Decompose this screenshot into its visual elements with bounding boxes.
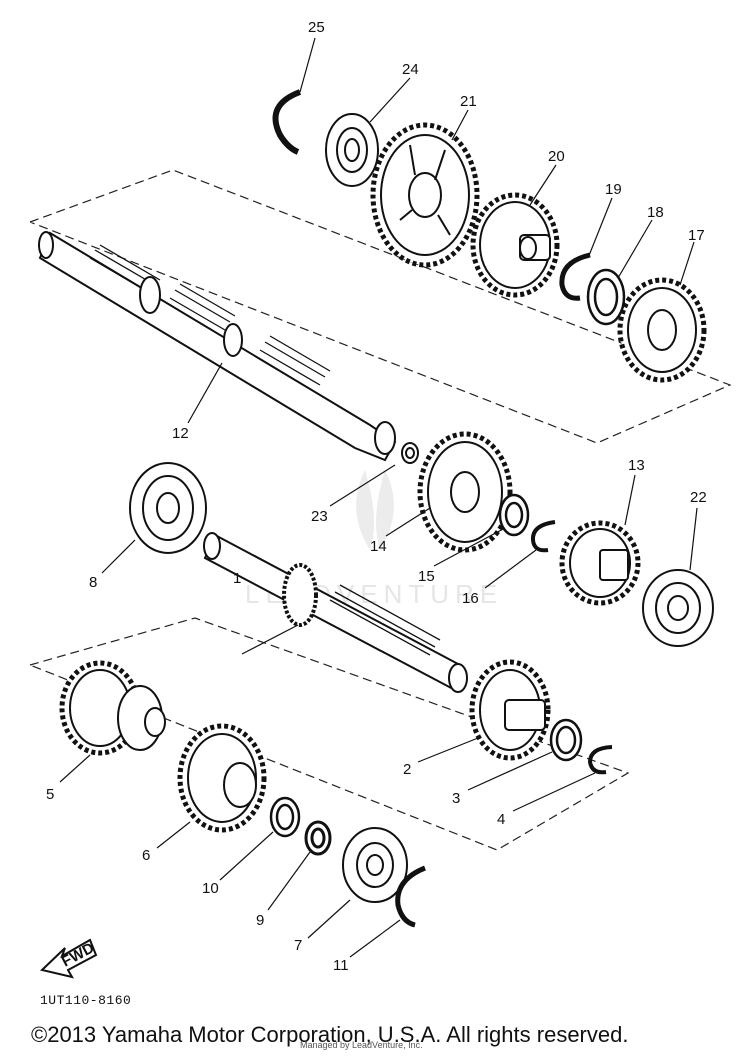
callout-25: 25 bbox=[308, 19, 325, 36]
part-13-gear[interactable] bbox=[559, 520, 641, 606]
driveaxle-group-outline bbox=[29, 617, 630, 851]
part-23-collar[interactable] bbox=[401, 442, 419, 464]
copyright-footer: ©2013 Yamaha Motor Corporation, U.S.A. A… bbox=[31, 1022, 629, 1047]
part-1-drive-axle[interactable] bbox=[203, 532, 468, 693]
part-7-bearing[interactable] bbox=[342, 827, 408, 903]
callout-12: 12 bbox=[172, 425, 189, 442]
callout-5: 5 bbox=[46, 786, 54, 803]
callout-10: 10 bbox=[202, 880, 219, 897]
mainshaft-group-outline bbox=[29, 169, 732, 444]
part-3-washer[interactable] bbox=[549, 718, 583, 762]
callout-19: 19 bbox=[605, 181, 622, 198]
callout-labels: 1 2 3 4 5 6 7 8 9 10 11 12 13 14 15 16 1… bbox=[46, 19, 707, 974]
callout-15: 15 bbox=[418, 568, 435, 585]
callout-8: 8 bbox=[89, 574, 97, 591]
part-19-circlip[interactable] bbox=[559, 252, 591, 301]
exploded-transmission-diagram: LEADVENTURE bbox=[29, 19, 732, 979]
diagram-part-code: 1UT110-8160 bbox=[40, 993, 132, 1008]
part-10-washer[interactable] bbox=[269, 796, 301, 838]
part-4-circlip[interactable] bbox=[587, 745, 613, 775]
callout-4: 4 bbox=[497, 811, 505, 828]
callout-24: 24 bbox=[402, 61, 419, 78]
callout-21: 21 bbox=[460, 93, 477, 110]
part-12-main-axle[interactable] bbox=[38, 231, 397, 462]
part-2-gear[interactable] bbox=[469, 659, 551, 761]
callout-2: 2 bbox=[403, 761, 411, 778]
part-21-gear[interactable] bbox=[370, 122, 480, 268]
part-25-circlip[interactable] bbox=[272, 89, 302, 155]
part-20-gear[interactable] bbox=[470, 192, 560, 298]
callout-14: 14 bbox=[370, 538, 387, 555]
part-24-bearing[interactable] bbox=[325, 113, 379, 187]
part-6-gear[interactable] bbox=[177, 723, 267, 833]
leader-lines bbox=[59, 37, 698, 958]
part-9-circlip[interactable] bbox=[304, 820, 332, 856]
managed-by-note: Managed by LeadVenture, Inc. bbox=[300, 1040, 423, 1050]
callout-20: 20 bbox=[548, 148, 565, 165]
part-11-circlip[interactable] bbox=[395, 865, 426, 928]
part-22-bearing[interactable] bbox=[642, 569, 714, 647]
part-16-circlip[interactable] bbox=[530, 520, 556, 553]
callout-11: 11 bbox=[333, 957, 349, 974]
callout-9: 9 bbox=[256, 912, 264, 929]
callout-22: 22 bbox=[690, 489, 707, 506]
callout-18: 18 bbox=[647, 204, 664, 221]
part-14-gear[interactable] bbox=[417, 431, 513, 553]
fwd-arrow-icon bbox=[39, 938, 98, 979]
fwd-label: FWD bbox=[59, 939, 97, 970]
callout-16: 16 bbox=[462, 590, 479, 607]
callout-1: 1 bbox=[233, 570, 241, 587]
callout-17: 17 bbox=[688, 227, 705, 244]
callout-3: 3 bbox=[452, 790, 460, 807]
callout-7: 7 bbox=[294, 937, 302, 954]
part-5-gear[interactable] bbox=[59, 660, 166, 756]
part-18-washer[interactable] bbox=[586, 268, 626, 326]
callout-13: 13 bbox=[628, 457, 645, 474]
callout-6: 6 bbox=[142, 847, 150, 864]
part-8-bearing[interactable] bbox=[129, 462, 207, 554]
part-15-washer[interactable] bbox=[498, 493, 530, 537]
part-17-gear[interactable] bbox=[617, 277, 707, 383]
callout-23: 23 bbox=[311, 508, 328, 525]
